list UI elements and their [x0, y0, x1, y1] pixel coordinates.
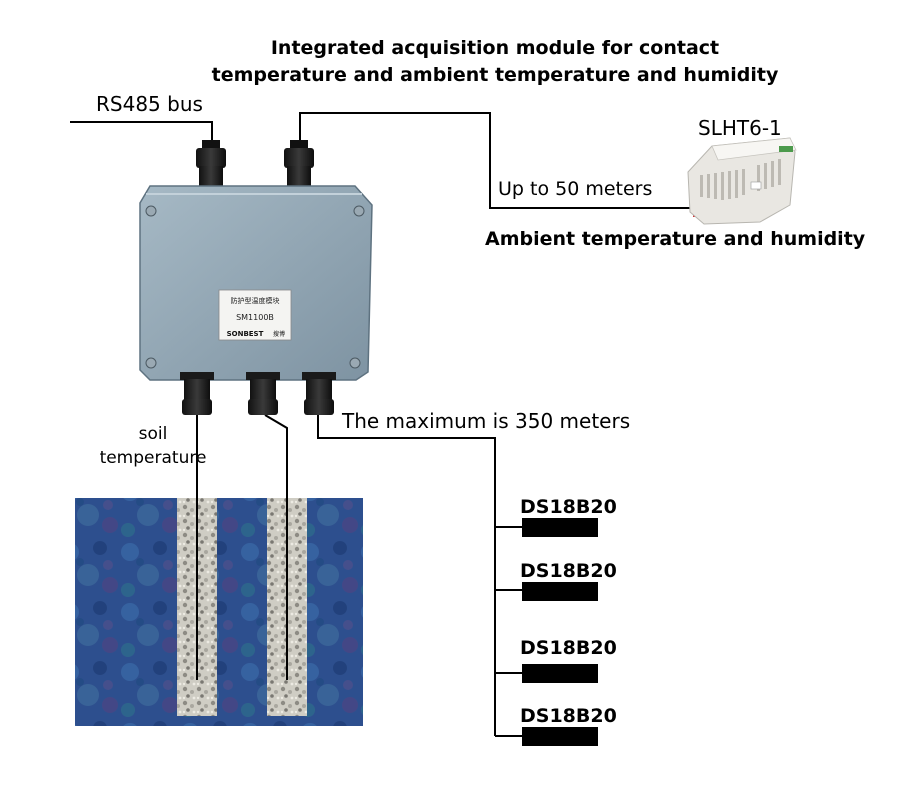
max-distance-label: The maximum is 350 meters — [342, 409, 631, 433]
ds18b20-probe-body — [522, 727, 598, 746]
module-label-plate — [218, 289, 292, 341]
cable-gland-bottom-middle — [246, 372, 280, 415]
title-line-2: temperature and ambient temperature and … — [211, 64, 779, 86]
ds18b20-label: DS18B20 — [520, 560, 617, 582]
ds18b20-probe-body — [522, 664, 598, 683]
cable-gland-bottom-left — [180, 372, 214, 415]
ambient-sensor-cable — [299, 112, 700, 209]
ambient-sensor-description: Ambient temperature and humidity — [485, 228, 866, 250]
ambient-sensor-model-label: SLHT6-1 — [698, 116, 782, 140]
ds18b20-label: DS18B20 — [520, 705, 617, 727]
soil-probe-cable-right — [264, 414, 288, 680]
soil-temperature-label: soil temperature — [99, 424, 207, 468]
ambient-sensor-device — [687, 137, 797, 225]
module-chinese-label: 防护型温度模块 — [231, 296, 280, 305]
ds18b20-bus-cable — [317, 415, 496, 736]
rs485-bus-label: RS485 bus — [96, 92, 203, 116]
ds18b20-label: DS18B20 — [520, 637, 617, 659]
module-brand: SONBEST — [227, 330, 264, 338]
module-brand-cn: 搜博 — [273, 330, 285, 338]
ds18b20-probe-body — [522, 518, 598, 537]
rs485-cable — [70, 121, 213, 150]
module-model: SM1100B — [236, 313, 274, 322]
soil-block — [75, 498, 363, 726]
ds18b20-probe-body — [522, 582, 598, 601]
title-line-1: Integrated acquisition module for contac… — [270, 37, 720, 59]
diagram-title: Integrated acquisition module for contac… — [0, 35, 900, 89]
ds18b20-label: DS18B20 — [520, 496, 617, 518]
junction-box: 防护型温度模块 SM1100B SONBEST 搜博 — [139, 185, 373, 381]
cable-gland-bottom-right — [302, 372, 336, 415]
ambient-sensor-distance-label: Up to 50 meters — [498, 178, 653, 200]
